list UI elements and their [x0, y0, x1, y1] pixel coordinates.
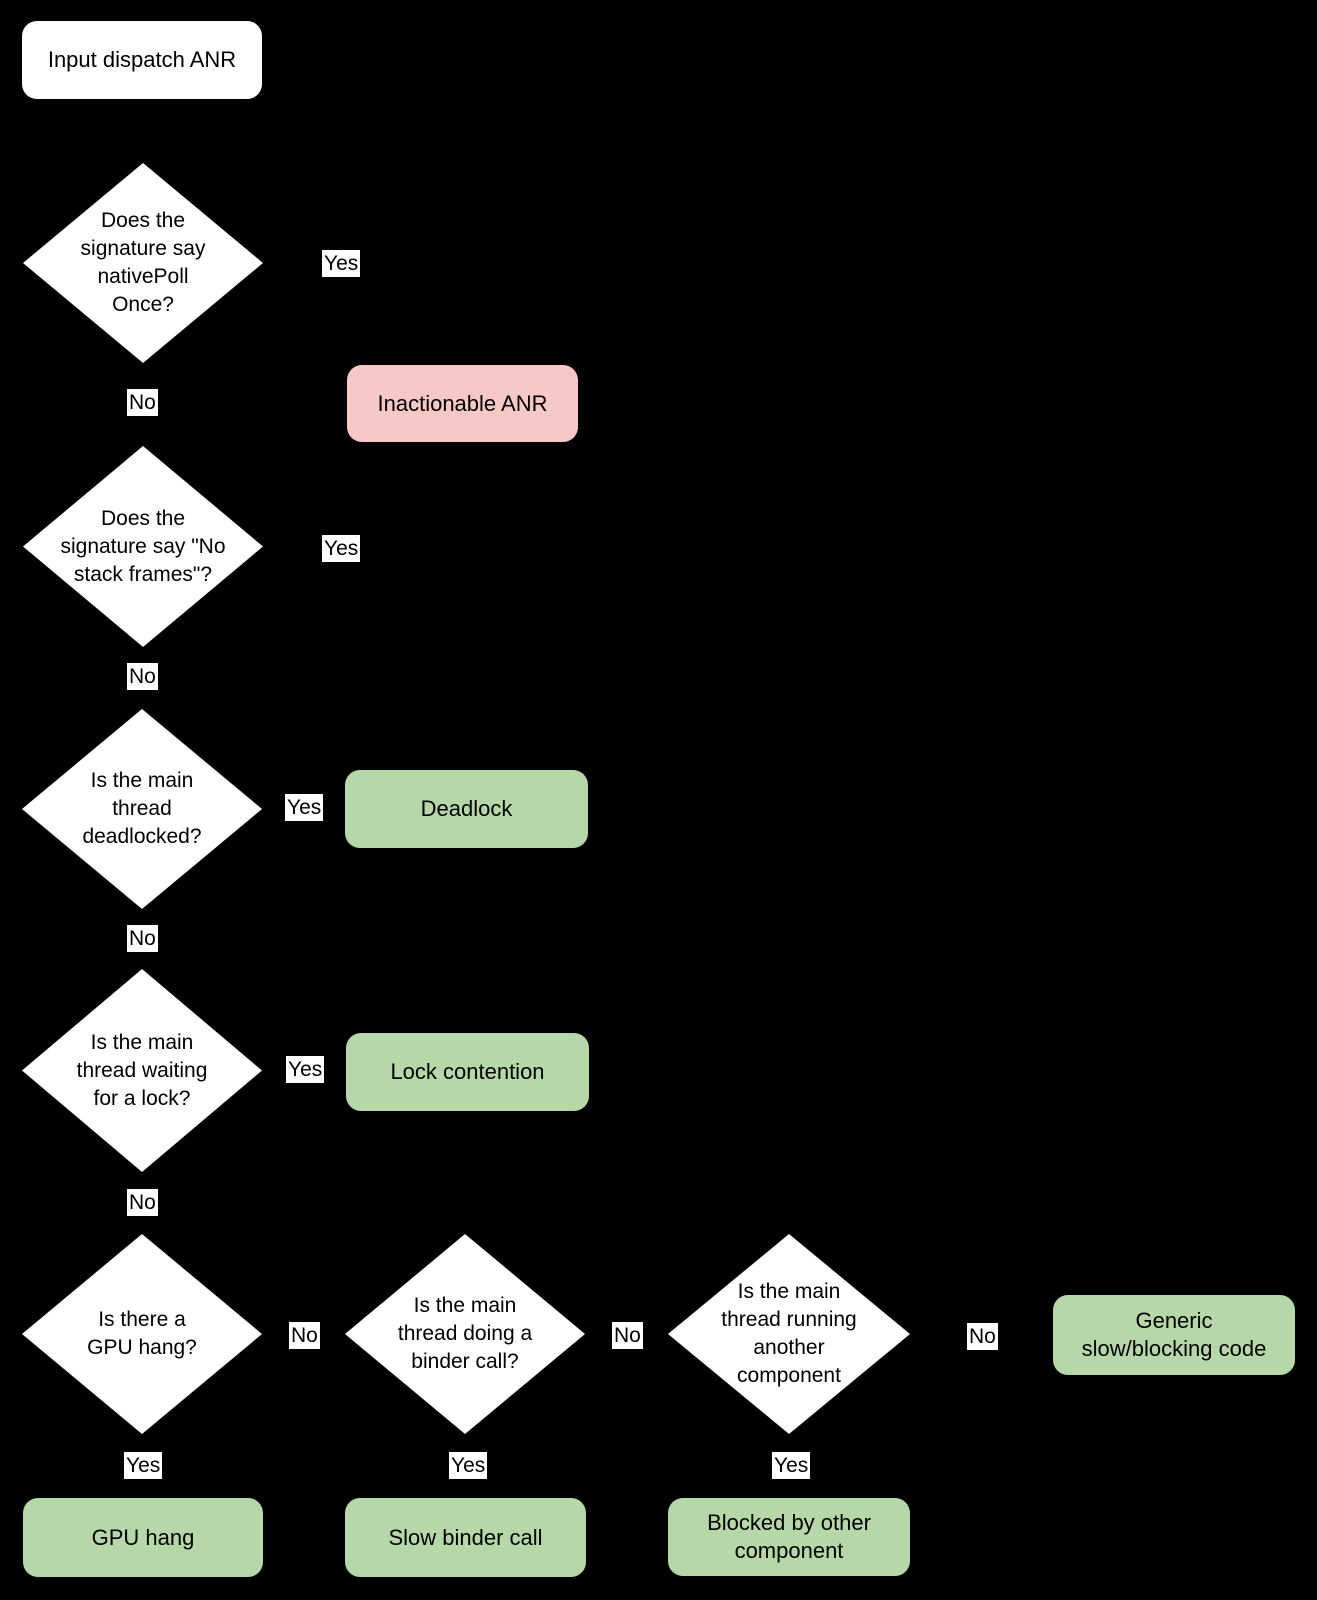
- decision-running-another-component: Is the main thread running another compo…: [668, 1234, 910, 1434]
- decision-signature-no-stack-frames: Does the signature say "No stack frames"…: [23, 446, 263, 647]
- terminal-label: GPU hang: [91, 1524, 195, 1550]
- decision-text: Does the signature say "No stack frames"…: [60, 506, 226, 586]
- start-node-label: Input dispatch ANR: [47, 47, 237, 72]
- terminal-inactionable-anr: Inactionable ANR: [347, 365, 578, 442]
- decision-text: Is the main thread waiting for a lock?: [76, 1030, 208, 1110]
- terminal-gpu-hang: GPU hang: [23, 1498, 263, 1577]
- edge-label-yes: Yes: [285, 794, 324, 821]
- decision-text: Is the main thread deadlocked?: [82, 769, 202, 848]
- edge-label-yes: Yes: [772, 1452, 811, 1479]
- edge-label-no: No: [127, 663, 158, 690]
- decision-signature-nativepollonce: Does the signature say nativePoll Once?: [23, 163, 263, 363]
- edge-label-no: No: [612, 1322, 643, 1349]
- edge-label-yes: Yes: [322, 535, 361, 562]
- terminal-label: Deadlock: [420, 796, 513, 821]
- terminal-generic-slow-blocking-code: Generic slow/blocking code: [1053, 1295, 1295, 1375]
- decision-text: Does the signature say nativePoll Once?: [80, 209, 206, 316]
- edge-label-no: No: [127, 925, 158, 952]
- edge-label-yes: Yes: [286, 1056, 325, 1083]
- decision-text: Is there a GPU hang?: [87, 1308, 197, 1359]
- terminal-deadlock: Deadlock: [345, 770, 588, 848]
- decision-binder-call: Is the main thread doing a binder call?: [345, 1234, 585, 1434]
- decision-gpu-hang: Is there a GPU hang?: [22, 1234, 262, 1434]
- edge-label-no: No: [289, 1322, 320, 1349]
- edge-label-no: No: [127, 389, 158, 416]
- terminal-blocked-by-other-component: Blocked by other component: [668, 1498, 910, 1576]
- edge-label-yes: Yes: [322, 250, 361, 277]
- terminal-slow-binder-call: Slow binder call: [345, 1498, 586, 1577]
- terminal-label: Inactionable ANR: [377, 390, 548, 416]
- start-node-input-dispatch-anr: Input dispatch ANR: [22, 21, 262, 99]
- terminal-label: Blocked by other component: [707, 1510, 871, 1563]
- terminal-label: Lock contention: [390, 1059, 545, 1084]
- edge-label-yes: Yes: [449, 1452, 488, 1479]
- edge-label-yes: Yes: [124, 1452, 163, 1479]
- edge-label-no: No: [967, 1323, 998, 1350]
- edge-label-no: No: [127, 1189, 158, 1216]
- terminal-label: Slow binder call: [388, 1524, 543, 1550]
- decision-text: Is the main thread running another compo…: [721, 1280, 857, 1387]
- decision-text: Is the main thread doing a binder call?: [397, 1294, 533, 1373]
- decision-main-thread-deadlocked: Is the main thread deadlocked?: [22, 709, 262, 909]
- decision-main-thread-waiting-lock: Is the main thread waiting for a lock?: [22, 969, 262, 1172]
- terminal-label: Generic slow/blocking code: [1081, 1308, 1267, 1361]
- terminal-lock-contention: Lock contention: [346, 1033, 589, 1111]
